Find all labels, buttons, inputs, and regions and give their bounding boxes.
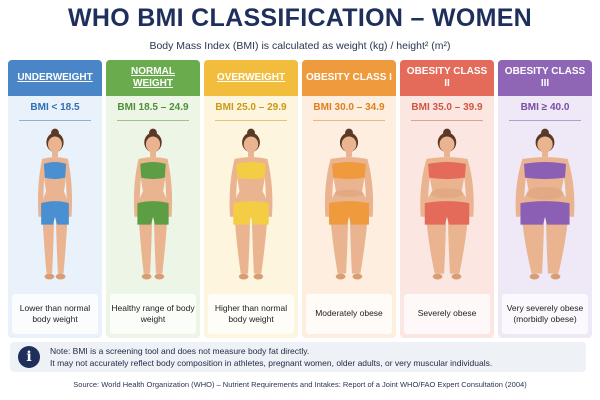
note-line-1: Note: BMI is a screening tool and does n… (50, 345, 310, 356)
body-figure (302, 125, 396, 289)
bmi-range: BMI 35.0 – 39.9 (411, 102, 483, 113)
category-description: Severely obese (404, 294, 490, 334)
bmi-range: BMI 18.5 – 24.9 (117, 102, 189, 113)
bmi-range: BMI 30.0 – 34.9 (313, 102, 385, 113)
category-description: Moderately obese (306, 294, 392, 334)
body-figure (106, 125, 200, 289)
body-figure (498, 125, 592, 289)
bmi-range: BMI 25.0 – 29.9 (215, 102, 287, 113)
category-description: Healthy range of body weight (110, 294, 196, 334)
note-line-2: It may not accurately reflect body compo… (50, 358, 493, 368)
body-figure (8, 125, 102, 289)
note-box: i Note: BMI is a screening tool and does… (10, 342, 586, 372)
body-figure (400, 125, 494, 289)
category-label: OBESITY CLASS I (302, 60, 396, 96)
bmi-range: BMI ≥ 40.0 (520, 102, 570, 113)
category-description: Higher than normal body weight (208, 294, 294, 334)
category-label: OBESITY CLASS II (400, 60, 494, 96)
page-title: WHO BMI CLASSIFICATION – WOMEN (67, 4, 533, 32)
info-icon: i (18, 346, 40, 368)
range-divider (117, 120, 189, 121)
range-divider (411, 120, 483, 121)
range-divider (509, 120, 581, 121)
range-divider (215, 120, 287, 121)
body-figure (204, 125, 298, 289)
category-label: OBESITY CLASS III (498, 60, 592, 96)
page-subtitle: Body Mass Index (BMI) is calculated as w… (149, 40, 451, 52)
category-description: Lower than normal body weight (12, 294, 98, 334)
bmi-range: BMI < 18.5 (30, 102, 80, 113)
category-label: OVERWEIGHT (204, 60, 298, 96)
category-description: Very severely obese (morbidly obese) (502, 294, 588, 334)
category-label: UNDERWEIGHT (8, 60, 102, 96)
category-label: NORMAL WEIGHT (106, 60, 200, 96)
range-divider (313, 120, 385, 121)
range-divider (19, 120, 91, 121)
note-text: Note: BMI is a screening tool and does n… (50, 345, 492, 370)
source-citation: Source: World Health Organization (WHO) … (73, 380, 527, 389)
